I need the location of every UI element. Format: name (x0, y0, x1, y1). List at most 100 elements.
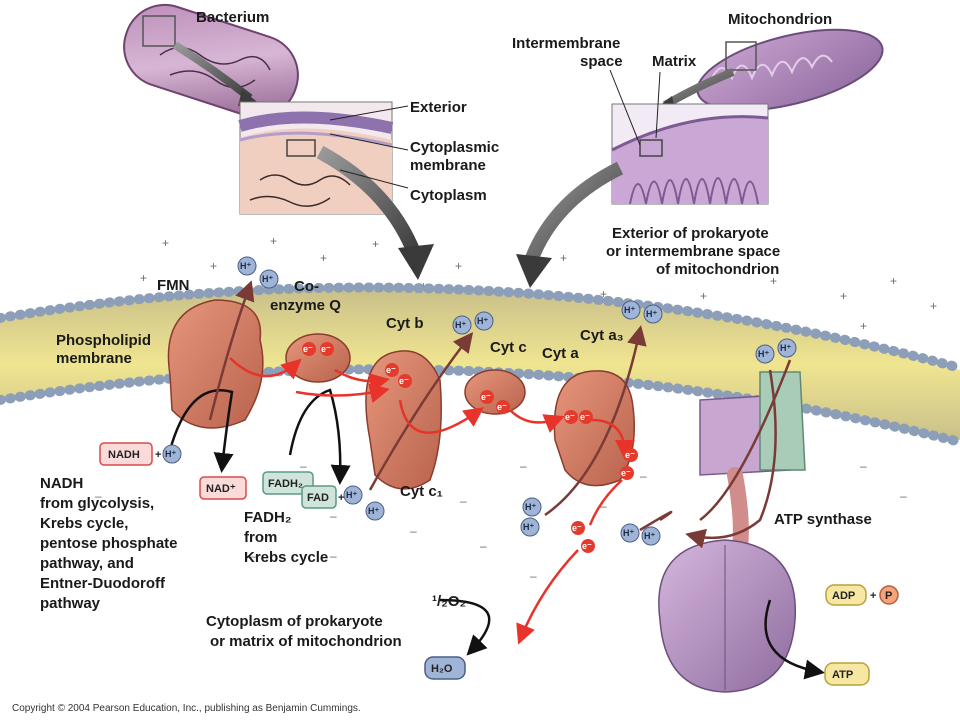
label-cyt-a: Cyt a (542, 345, 579, 362)
phospholipid-bilayer (0, 282, 960, 447)
leader-lines (329, 69, 661, 189)
svg-text:+: + (600, 287, 607, 301)
fadh2-source-3: Krebs cycle (244, 549, 328, 566)
svg-text:H⁺: H⁺ (525, 502, 536, 512)
svg-text:ADP: ADP (832, 590, 855, 602)
svg-text:H⁺: H⁺ (240, 261, 251, 271)
svg-text:e⁻: e⁻ (321, 344, 331, 354)
adp-chip: ADP (825, 584, 867, 606)
svg-text:P: P (885, 590, 892, 602)
label-cytoplasmic-2: membrane (410, 157, 486, 174)
svg-text:+: + (320, 251, 327, 265)
svg-text:–: – (520, 459, 527, 473)
svg-text:e⁻: e⁻ (481, 392, 491, 402)
label-intermembrane-1: Intermembrane (512, 35, 620, 52)
svg-text:+: + (560, 251, 567, 265)
svg-text:–: – (640, 469, 647, 483)
copyright-notice: Copyright © 2004 Pearson Education, Inc.… (12, 703, 361, 714)
nadh-source-1: NADH (40, 475, 83, 492)
svg-text:H⁺: H⁺ (455, 320, 466, 330)
svg-text:+: + (140, 271, 147, 285)
svg-text:+: + (372, 237, 379, 251)
svg-text:NADH: NADH (108, 449, 140, 461)
label-cyt-a3: Cyt a₃ (580, 327, 624, 344)
svg-text:–: – (330, 549, 337, 563)
proton-markers: H⁺ H⁺ H⁺ H⁺ H⁺ H⁺ H⁺ H⁺ H⁺ H⁺ H⁺ H⁺ H⁺ H… (162, 256, 797, 546)
svg-text:+: + (890, 274, 897, 288)
svg-text:H⁺: H⁺ (368, 506, 379, 516)
svg-text:e⁻: e⁻ (565, 412, 575, 422)
nadh-source-3: Krebs cycle, (40, 515, 128, 532)
svg-text:H₂O: H₂O (431, 663, 453, 675)
label-exterior-prok-1: Exterior of prokaryote (612, 225, 769, 242)
nadh-source-6: Entner-Duodoroff (40, 575, 166, 592)
svg-text:+: + (700, 289, 707, 303)
svg-text:–: – (460, 494, 467, 508)
bacterium-illustration (123, 3, 299, 119)
svg-text:e⁻: e⁻ (572, 523, 582, 533)
proton-arrows (208, 280, 792, 549)
svg-text:e⁻: e⁻ (625, 450, 635, 460)
svg-text:–: – (95, 489, 102, 503)
label-mitochondrion: Mitochondrion (728, 11, 832, 28)
svg-text:e⁻: e⁻ (399, 376, 409, 386)
atp-synthase (658, 371, 806, 693)
svg-text:ATP: ATP (832, 669, 853, 681)
svg-text:H⁺: H⁺ (623, 528, 634, 538)
coenzyme-q (285, 333, 351, 383)
svg-text:+: + (770, 274, 777, 288)
h2o-chip: H₂O (424, 656, 466, 680)
label-coenzyme-2: enzyme Q (270, 297, 341, 314)
svg-text:e⁻: e⁻ (580, 412, 590, 422)
svg-text:–: – (480, 539, 487, 553)
electron-flow-arrows (229, 357, 635, 645)
svg-text:+: + (162, 236, 169, 250)
svg-text:–: – (530, 569, 537, 583)
svg-text:H⁺: H⁺ (646, 309, 657, 319)
svg-text:–: – (330, 509, 337, 523)
svg-text:+: + (270, 234, 277, 248)
svg-text:e⁻: e⁻ (303, 344, 313, 354)
svg-text:H⁺: H⁺ (780, 343, 791, 353)
fadh2-source-2: from (244, 529, 277, 546)
label-intermembrane-2: space (580, 53, 623, 70)
svg-text:H⁺: H⁺ (523, 522, 534, 532)
label-cyt-c: Cyt c (490, 339, 527, 356)
atp-chip: ATP (824, 662, 870, 686)
svg-text:FADH₂: FADH₂ (268, 478, 303, 490)
svg-text:NAD⁺: NAD⁺ (206, 483, 236, 495)
label-cytoplasm-prok-1: Cytoplasm of prokaryote (206, 613, 383, 630)
svg-text:+: + (155, 449, 161, 461)
label-cytoplasm-prok-2: or matrix of mitochondrion (210, 633, 402, 650)
svg-text:+: + (455, 259, 462, 273)
fad-chip: FAD (301, 485, 337, 509)
nadh-source-7: pathway (40, 595, 101, 612)
mitochondrion-section-zoom (611, 103, 769, 205)
half-o2-label: ¹/₂O₂ (432, 593, 466, 610)
svg-text:H⁺: H⁺ (346, 490, 357, 500)
svg-text:–: – (900, 489, 907, 503)
mitochondrion-illustration (696, 28, 884, 112)
bacterium-section-zoom (238, 101, 394, 215)
label-bacterium: Bacterium (196, 9, 269, 26)
svg-text:–: – (300, 459, 307, 473)
nad-plus-chip: NAD⁺ (199, 476, 247, 500)
label-phospholipid-1: Phospholipid (56, 332, 151, 349)
svg-text:–: – (410, 524, 417, 538)
label-exterior-prok-3: of mitochondrion (656, 261, 779, 278)
svg-text:–: – (600, 499, 607, 513)
label-exterior-prok-2: or intermembrane space (606, 243, 780, 260)
svg-text:+: + (930, 299, 937, 313)
label-atp-synthase: ATP synthase (774, 511, 872, 528)
svg-text:e⁻: e⁻ (582, 541, 592, 551)
svg-text:FAD: FAD (307, 492, 329, 504)
svg-text:–: – (860, 459, 867, 473)
fadh2-source-1: FADH₂ (244, 509, 292, 526)
svg-text:+: + (210, 259, 217, 273)
electron-markers: e⁻ e⁻ e⁻ e⁻ e⁻ e⁻ e⁻ e⁻ e⁻ e⁻ e⁻ e⁻ (302, 342, 638, 553)
svg-text:H⁺: H⁺ (758, 349, 769, 359)
cyt-b-c1-complex (365, 350, 442, 490)
svg-text:H⁺: H⁺ (477, 316, 488, 326)
label-coenzyme-1: Co- (294, 278, 319, 295)
